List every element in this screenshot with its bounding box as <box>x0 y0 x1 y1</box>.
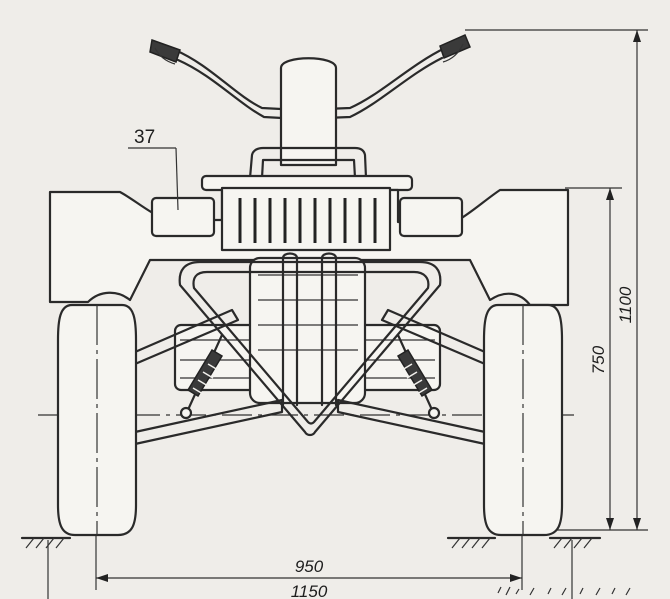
steering-column <box>279 57 338 167</box>
right-grip <box>439 34 471 60</box>
dimension-label-950: 950 <box>295 557 324 576</box>
right-headlight <box>398 196 464 238</box>
dimension-label-750: 750 <box>589 345 608 374</box>
height-dimension-1100: 1100 <box>465 29 648 531</box>
callout-37: 37 <box>128 127 179 211</box>
radiator-grille <box>220 186 392 252</box>
width-dimension-1150: 1150 <box>47 540 573 599</box>
left-grip <box>149 38 181 63</box>
grab-rail <box>200 146 414 192</box>
left-headlight <box>150 196 216 238</box>
part-number-label: 37 <box>134 127 155 148</box>
ground-symbols <box>20 536 602 549</box>
front-bumper-frame <box>178 252 442 437</box>
left-shock-absorber <box>179 333 224 420</box>
left-front-wheel <box>56 303 138 537</box>
right-shock-absorber <box>396 333 441 420</box>
height-dimension-750: 750 <box>565 187 622 530</box>
dimension-label-1150: 1150 <box>291 582 328 599</box>
right-front-wheel <box>482 303 564 537</box>
scan-marks <box>497 586 631 596</box>
dimension-label-1100: 1100 <box>616 286 635 323</box>
